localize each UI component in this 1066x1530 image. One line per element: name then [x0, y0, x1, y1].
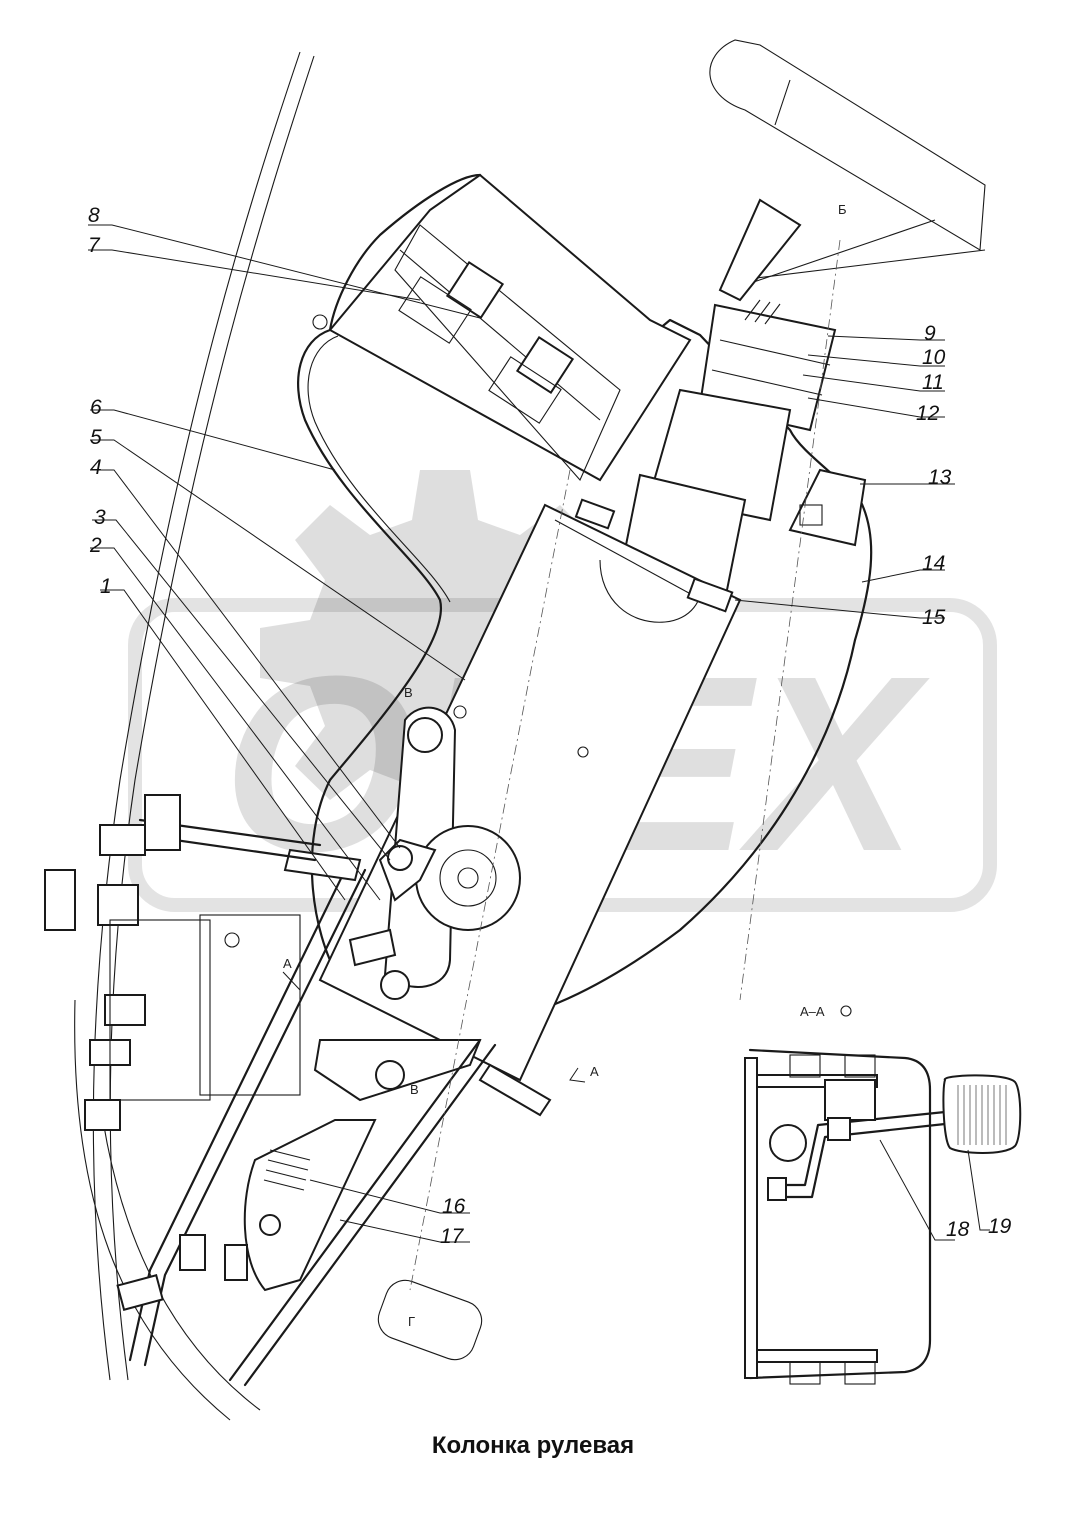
callout-8: 8	[88, 204, 100, 227]
callout-3: 3	[94, 506, 106, 529]
callout-4: 4	[90, 456, 102, 479]
mounting-fasteners	[44, 794, 483, 1361]
callout-5: 5	[90, 426, 102, 449]
callout-numbers: 8 7 6 5 4 3 2 1 9 10 11 12 13 14 15 16 1…	[88, 204, 1012, 1248]
cab-outline	[74, 51, 315, 1421]
section-a-a: А–А	[744, 1004, 1022, 1385]
bracket-13	[788, 468, 867, 547]
leader-lines	[88, 224, 990, 1243]
combination-switch	[618, 198, 837, 602]
callout-6: 6	[90, 396, 102, 419]
callout-12: 12	[916, 402, 940, 425]
callout-17: 17	[440, 1225, 465, 1248]
callout-10: 10	[922, 346, 946, 369]
tilt-lever-mechanism	[348, 706, 521, 1000]
drawing-title: Колонка рулевая	[431, 1432, 635, 1459]
view-label-a: А	[283, 956, 292, 971]
callout-9: 9	[924, 322, 936, 345]
view-label-g: Г	[408, 1314, 415, 1329]
callout-15: 15	[922, 606, 946, 629]
view-label-b: Б	[838, 202, 847, 217]
view-label-v: В	[404, 685, 413, 700]
callout-18: 18	[946, 1218, 970, 1241]
callout-7: 7	[88, 234, 101, 257]
callout-1: 1	[100, 575, 112, 598]
view-label-v2: В	[410, 1082, 419, 1097]
callout-11: 11	[922, 371, 944, 394]
lock-lever-rod	[128, 818, 552, 1387]
callout-16: 16	[442, 1195, 466, 1218]
section-label: А–А	[800, 1004, 825, 1019]
callout-13: 13	[928, 466, 952, 489]
callout-2: 2	[89, 534, 102, 557]
callout-19: 19	[988, 1215, 1012, 1238]
switch-panel-block	[312, 173, 692, 482]
view-label-a2: А	[590, 1064, 599, 1079]
view-labels: Б В А В А Г	[282, 202, 847, 1329]
lower-bracket	[243, 1119, 377, 1292]
section-lines	[409, 239, 841, 1291]
callout-14: 14	[922, 552, 945, 575]
steering-wheel-outline	[709, 39, 986, 286]
